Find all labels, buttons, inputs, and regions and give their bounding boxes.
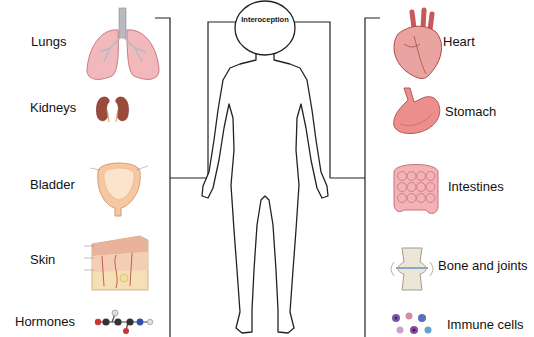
organ-label: Immune cells [447,318,524,333]
heart-icon [394,10,442,78]
intestine-loop [417,194,426,203]
organ-label: Bladder [30,178,75,193]
intestine-loop [417,183,426,192]
body-outline [202,50,328,333]
organ-label: Kidneys [30,101,76,116]
intestines-icon [394,165,438,214]
bone-joint-icon [391,248,433,290]
organ-label: Intestines [448,180,504,195]
intestine-loop [407,172,416,181]
hormone-molecule-icon [95,310,153,334]
intestine-loop [407,194,416,203]
intestine-loop [426,194,435,203]
intestine-loop [398,172,407,181]
head-label: Interoception [241,16,289,25]
bracket-lines [155,18,380,337]
organ-label: Heart [443,35,475,50]
intestine-loop [398,183,407,192]
intestine-loop [398,194,407,203]
human-outline [202,1,328,333]
skin-icon [84,236,148,290]
intestine-loop [407,183,416,192]
intestine-loop [417,172,426,181]
organ-label: Hormones [15,315,75,330]
lungs-icon [87,8,159,79]
stomach-icon [394,88,440,134]
intestine-loop [426,172,435,181]
organ-label: Stomach [445,105,496,120]
intestine-loop [426,183,435,192]
organ-label: Lungs [31,35,66,50]
bladder-icon [90,163,148,216]
organ-label: Bone and joints [438,259,528,274]
organ-label: Skin [30,253,55,268]
kidneys-icon [96,97,128,122]
immune-cells-icon [392,313,432,335]
